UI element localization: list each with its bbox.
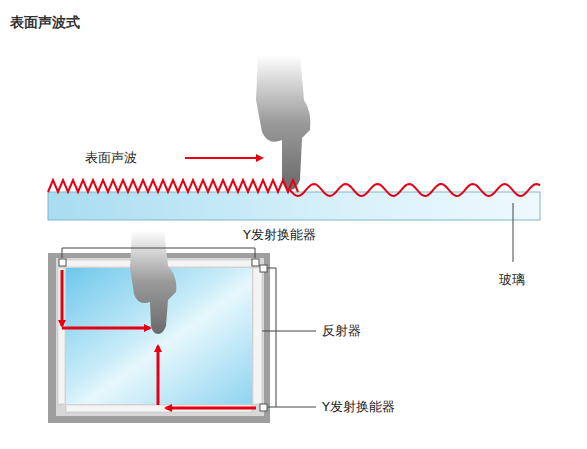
part-label: 玻璃 [499,272,525,288]
bracket [268,268,276,407]
transducer [59,259,66,266]
wave [290,184,540,196]
arrow [185,157,262,159]
wave [48,180,298,192]
glass [48,192,540,220]
bracket [62,248,255,258]
title: 表面声波式 [10,14,80,30]
part-label: 反射器 [322,323,361,339]
reflector [58,268,65,404]
leader [276,407,316,408]
hand [130,230,176,334]
hand [256,55,310,190]
part-label: 表面声波 [85,150,137,166]
leader [262,331,316,332]
leader [513,203,514,262]
arrow [166,407,256,410]
arrow [62,327,150,330]
transducer [260,404,267,411]
arrow [157,346,160,405]
transducer [252,259,259,266]
part-label: Y发射换能器 [243,227,316,243]
part-label: Y发射换能器 [322,399,395,415]
arrow [61,270,64,326]
transducer [260,265,267,272]
reflector [253,268,262,404]
